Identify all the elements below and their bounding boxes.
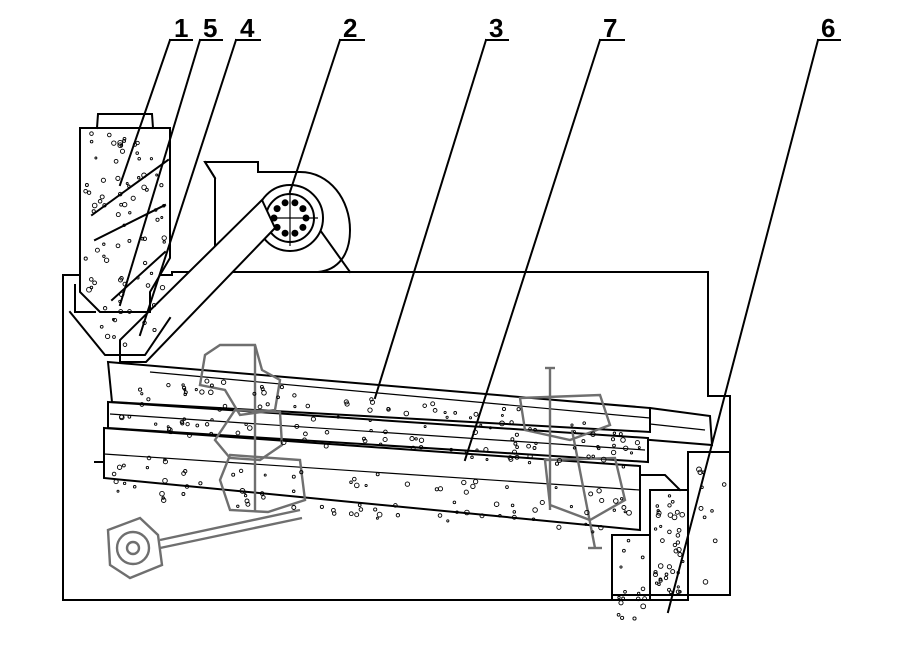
label-6: 6 bbox=[821, 13, 835, 43]
label-1: 1 bbox=[174, 13, 188, 43]
fan-rotor bbox=[256, 184, 324, 252]
vibration-drive bbox=[159, 343, 627, 550]
callout-leaders bbox=[118, 38, 841, 614]
middle-sieve-deck bbox=[107, 400, 649, 464]
discharge-chute-left bbox=[611, 534, 651, 601]
grain-particles bbox=[83, 131, 727, 621]
label-2: 2 bbox=[343, 13, 357, 43]
discharge-chute-right bbox=[687, 451, 731, 596]
lower-sieve-deck bbox=[103, 426, 641, 532]
air-duct bbox=[119, 198, 277, 363]
upper-sieve-deck bbox=[106, 360, 651, 434]
label-5: 5 bbox=[203, 13, 217, 43]
drive-motor bbox=[106, 516, 164, 580]
label-7: 7 bbox=[603, 13, 617, 43]
label-4: 4 bbox=[240, 13, 255, 43]
label-3: 3 bbox=[489, 13, 503, 43]
fan-housing bbox=[203, 161, 352, 273]
